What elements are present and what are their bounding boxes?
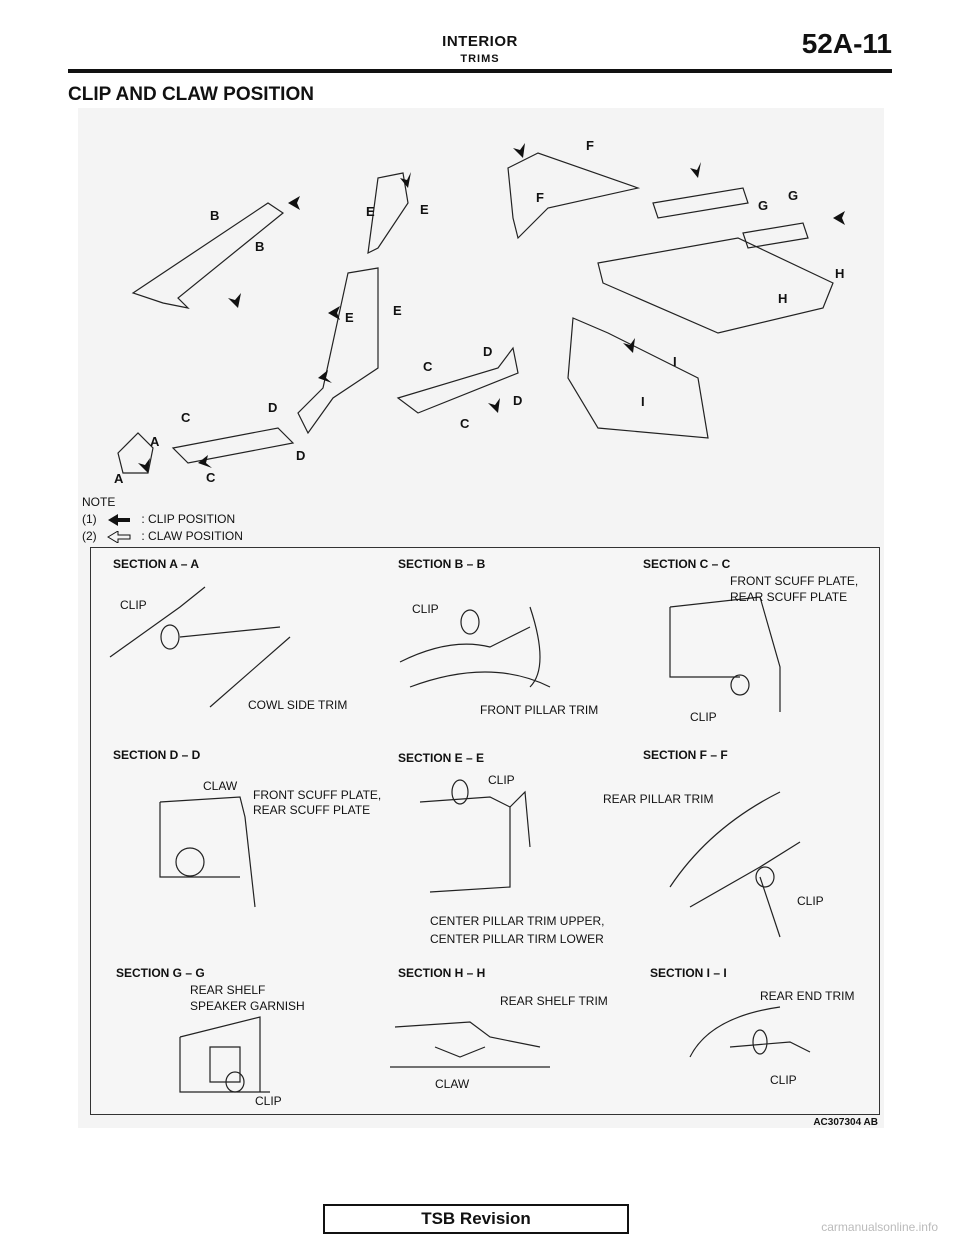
section-title-f: SECTION F – F [643, 748, 728, 762]
svg-text:I: I [641, 394, 645, 409]
svg-text:B: B [210, 208, 219, 223]
label-claw: CLAW [203, 779, 238, 793]
section-title-g: SECTION G – G [116, 966, 205, 980]
watermark: carmanualsonline.info [821, 1220, 938, 1234]
svg-text:A: A [114, 471, 124, 486]
section-title-d: SECTION D – D [113, 748, 201, 762]
svg-text:D: D [513, 393, 522, 408]
svg-text:C: C [181, 410, 191, 425]
note-text: : CLIP POSITION [141, 512, 236, 526]
label-front-scuff-plate: FRONT SCUFF PLATE, [253, 788, 382, 802]
note-item-clip: (1) : CLIP POSITION [82, 511, 235, 528]
svg-text:F: F [536, 190, 544, 205]
label-clip: CLIP [255, 1094, 282, 1108]
callout-letters: B B E E E E C C D D A A C C D D F F G G H H I I [114, 138, 844, 486]
speaker-garnish-part-2 [742, 222, 809, 249]
chapter-subtitle: TRIMS [460, 53, 500, 65]
section-title-b: SECTION B – B [398, 557, 486, 571]
chapter-title: INTERIOR [442, 33, 518, 50]
rear-end-trim-part [567, 317, 709, 439]
label-claw: CLAW [435, 1077, 470, 1091]
trim-parts-illustration: B B E E E E C C D D A A C C D D F F G G H H I I [114, 138, 845, 486]
svg-text:A: A [150, 434, 160, 449]
section-drawings [109, 586, 811, 1093]
section-title: CLIP AND CLAW POSITION [68, 84, 314, 105]
outline-arrow-icon [107, 529, 131, 544]
svg-text:E: E [420, 202, 429, 217]
svg-text:B: B [255, 239, 264, 254]
figure-reference: AC307304 AB [813, 1117, 878, 1128]
label-rear-end-trim: REAR END TRIM [760, 989, 855, 1003]
svg-text:E: E [393, 303, 402, 318]
label-front-scuff-plate: FRONT SCUFF PLATE, [730, 574, 859, 588]
cowl-side-trim-part [117, 432, 154, 474]
label-rear-shelf: REAR SHELF [190, 983, 266, 997]
rear-scuff-plate-part [396, 346, 519, 414]
label-rear-pillar-trim: REAR PILLAR TRIM [603, 792, 714, 806]
svg-text:E: E [345, 310, 354, 325]
note-num: (1) [82, 512, 97, 526]
header-rule [68, 69, 892, 73]
center-pillar-lower-part [297, 267, 379, 435]
clip-arrows [138, 143, 845, 473]
label-clip: CLIP [412, 602, 439, 616]
svg-text:E: E [366, 204, 375, 219]
section-title-c: SECTION C – C [643, 557, 731, 571]
note-text: : CLAW POSITION [141, 529, 243, 543]
svg-text:I: I [673, 354, 677, 369]
section-diagrams-frame [90, 547, 880, 1115]
rear-shelf-trim-part [597, 237, 834, 334]
note-num: (2) [82, 529, 97, 543]
svg-text:C: C [423, 359, 433, 374]
label-rear-scuff-plate: REAR SCUFF PLATE [253, 803, 371, 817]
label-clip: CLIP [770, 1073, 797, 1087]
front-pillar-trim-part [131, 202, 285, 309]
label-center-pillar-lower: CENTER PILLAR TIRM LOWER [430, 932, 604, 946]
section-title-a: SECTION A – A [113, 557, 200, 571]
svg-text:C: C [460, 416, 470, 431]
svg-text:C: C [206, 470, 216, 485]
svg-text:G: G [758, 198, 768, 213]
solid-arrow-icon [108, 513, 131, 526]
svg-text:G: G [788, 188, 798, 203]
section-title-h: SECTION H – H [398, 966, 486, 980]
label-clip: CLIP [120, 598, 147, 612]
page-number: 52A-11 [801, 28, 892, 59]
svg-text:D: D [296, 448, 305, 463]
section-title-i: SECTION I – I [650, 966, 727, 980]
section-title-e: SECTION E – E [398, 751, 485, 765]
label-speaker-garnish: SPEAKER GARNISH [190, 999, 305, 1013]
svg-text:H: H [835, 266, 844, 281]
center-pillar-upper-part [367, 172, 409, 255]
label-center-pillar-upper: CENTER PILLAR TRIM UPPER, [430, 914, 605, 928]
speaker-garnish-part [652, 187, 749, 219]
svg-text:F: F [586, 138, 594, 153]
tsb-revision-box: TSB Revision [323, 1204, 629, 1234]
rear-pillar-trim-part [507, 152, 641, 240]
label-clip: CLIP [488, 773, 515, 787]
label-rear-shelf-trim: REAR SHELF TRIM [500, 994, 608, 1008]
label-rear-scuff-plate: REAR SCUFF PLATE [730, 590, 848, 604]
label-clip: CLIP [690, 710, 717, 724]
note-heading: NOTE [82, 495, 116, 509]
label-clip: CLIP [797, 894, 824, 908]
label-cowl-side-trim: COWL SIDE TRIM [248, 698, 348, 712]
label-front-pillar-trim: FRONT PILLAR TRIM [480, 703, 599, 717]
svg-text:H: H [778, 291, 787, 306]
note-item-claw: (2) : CLAW POSITION [82, 528, 243, 545]
svg-text:D: D [483, 344, 492, 359]
front-scuff-plate-part [171, 427, 295, 464]
svg-text:D: D [268, 400, 277, 415]
